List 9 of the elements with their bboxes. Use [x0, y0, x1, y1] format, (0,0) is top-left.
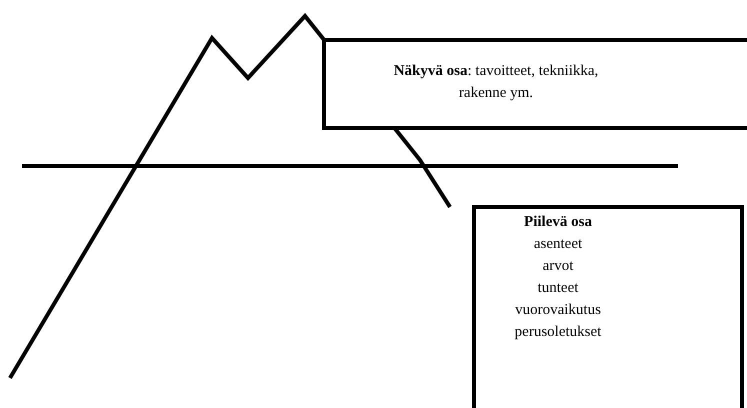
description-text: Näkyvä osa: tavoitteet, tekniikka, rakenne ym. [392, 62, 600, 103]
list-item-text: perusoletukset [514, 323, 602, 342]
text-box [472, 205, 744, 408]
list-item-text: asenteet [534, 235, 582, 254]
list-item-text: tunteet [538, 279, 578, 298]
list-item-text: arvot [542, 257, 574, 276]
heading-text: Piilevä osa [524, 213, 592, 232]
text-box [322, 38, 747, 130]
list-item-text: vuorovaikutus [515, 301, 601, 320]
